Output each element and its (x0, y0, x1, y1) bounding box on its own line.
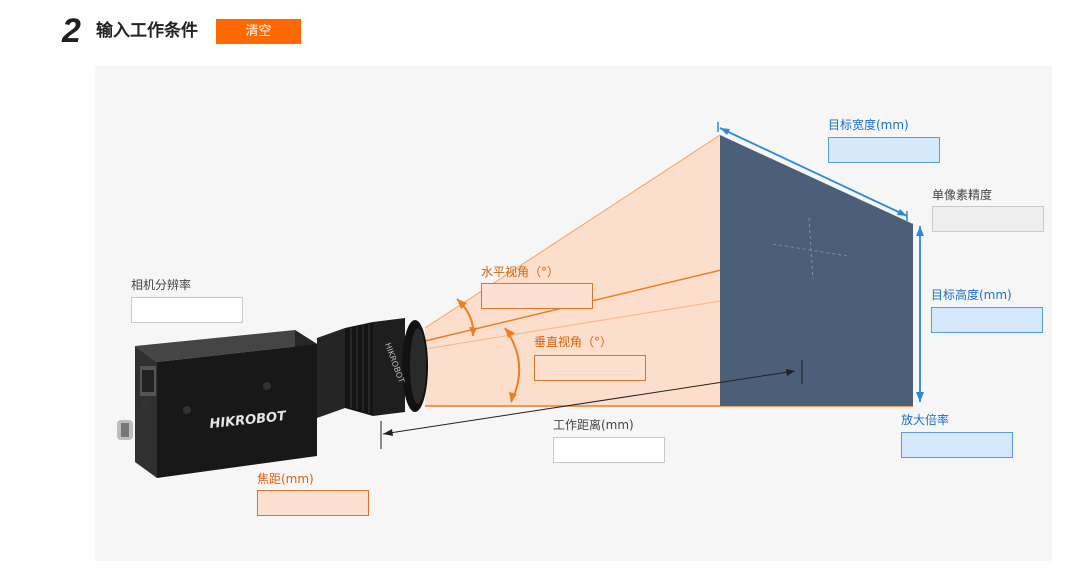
crosshair-h (772, 243, 848, 257)
vertical-fov-label: 垂直视角（°） (534, 335, 613, 349)
target-height-label: 目标高度(mm) (931, 288, 1012, 302)
clear-button[interactable]: 清空 (216, 19, 301, 44)
pixel-precision-input (932, 206, 1044, 232)
fov-edge-mid (424, 300, 721, 350)
width-arrow-end (897, 209, 907, 216)
crosshair-v (808, 217, 814, 280)
height-arrow-end (916, 392, 924, 402)
horizontal-fov-label: 水平视角（°） (481, 265, 560, 279)
focal-length-input[interactable] (257, 490, 369, 516)
calculator-panel: HIKROBOT HIKROBOT 相机分辨率 水平视角（°） 垂直视角（°） … (95, 66, 1052, 561)
target-width-input[interactable] (828, 137, 940, 163)
focal-length-label: 焦距(mm) (257, 472, 314, 486)
fov-edge-top (424, 134, 721, 329)
width-dimension (719, 127, 908, 217)
fov-diagram: HIKROBOT HIKROBOT (117, 122, 924, 478)
camera-icon: HIKROBOT HIKROBOT (117, 318, 428, 478)
pixel-precision-label: 单像素精度 (932, 188, 993, 202)
target-plane (720, 135, 913, 406)
working-distance-input[interactable] (553, 437, 665, 463)
working-distance-label: 工作距离(mm) (553, 418, 634, 432)
step-number: 2 (62, 12, 81, 50)
height-arrow-start (916, 226, 924, 236)
section-header: 2 输入工作条件 清空 (0, 0, 1072, 60)
camera-resolution-input[interactable] (131, 297, 243, 323)
horizontal-fov-input[interactable] (481, 283, 593, 309)
magnification-label: 放大倍率 (901, 413, 950, 427)
camera-resolution-label: 相机分辨率 (131, 278, 192, 292)
working-distance-line (382, 370, 796, 435)
width-arrow-start (720, 128, 730, 135)
target-width-label: 目标宽度(mm) (828, 118, 909, 132)
magnification-input[interactable] (901, 432, 1013, 458)
fov-cone (425, 135, 720, 406)
target-height-input[interactable] (931, 307, 1043, 333)
vertical-fov-input[interactable] (534, 355, 646, 381)
section-title: 输入工作条件 (96, 21, 198, 41)
